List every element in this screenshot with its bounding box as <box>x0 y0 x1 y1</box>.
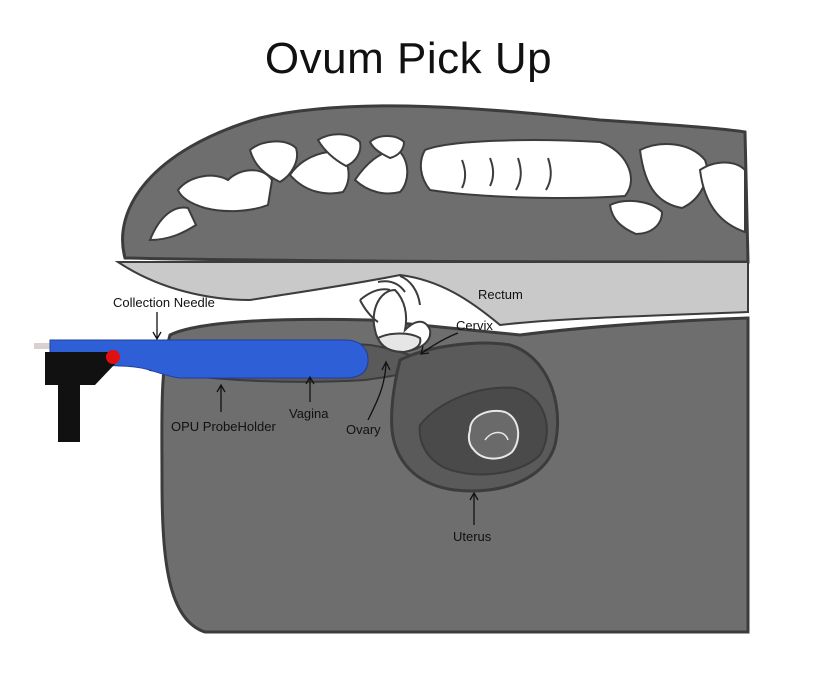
label-ovary: Ovary <box>346 422 381 437</box>
probe-trigger-button[interactable] <box>106 350 120 364</box>
probe-needle-tip <box>34 343 50 349</box>
rectum-cavity <box>114 261 749 327</box>
label-cervix: Cervix <box>456 318 493 333</box>
ovary-ligaments <box>359 275 421 323</box>
label-opu-probeholder: OPU ProbeHolder <box>171 419 276 434</box>
embryo <box>467 410 520 460</box>
probe-body[interactable] <box>49 339 369 379</box>
cervix-shape <box>376 332 422 354</box>
diagram-title: Ovum Pick Up <box>264 34 553 83</box>
probe-handle[interactable] <box>45 352 115 442</box>
vertebrae <box>148 133 746 242</box>
label-uterus: Uterus <box>453 529 492 544</box>
arrow-cervix <box>421 332 459 354</box>
label-arrows <box>152 312 479 525</box>
vertebra-lines <box>461 157 552 191</box>
label-vagina: Vagina <box>289 406 329 421</box>
arrow-ovary <box>367 363 387 421</box>
label-rectum: Rectum <box>478 287 523 302</box>
embryo-detail <box>484 431 509 441</box>
label-collection-needle: Collection Needle <box>113 295 215 310</box>
